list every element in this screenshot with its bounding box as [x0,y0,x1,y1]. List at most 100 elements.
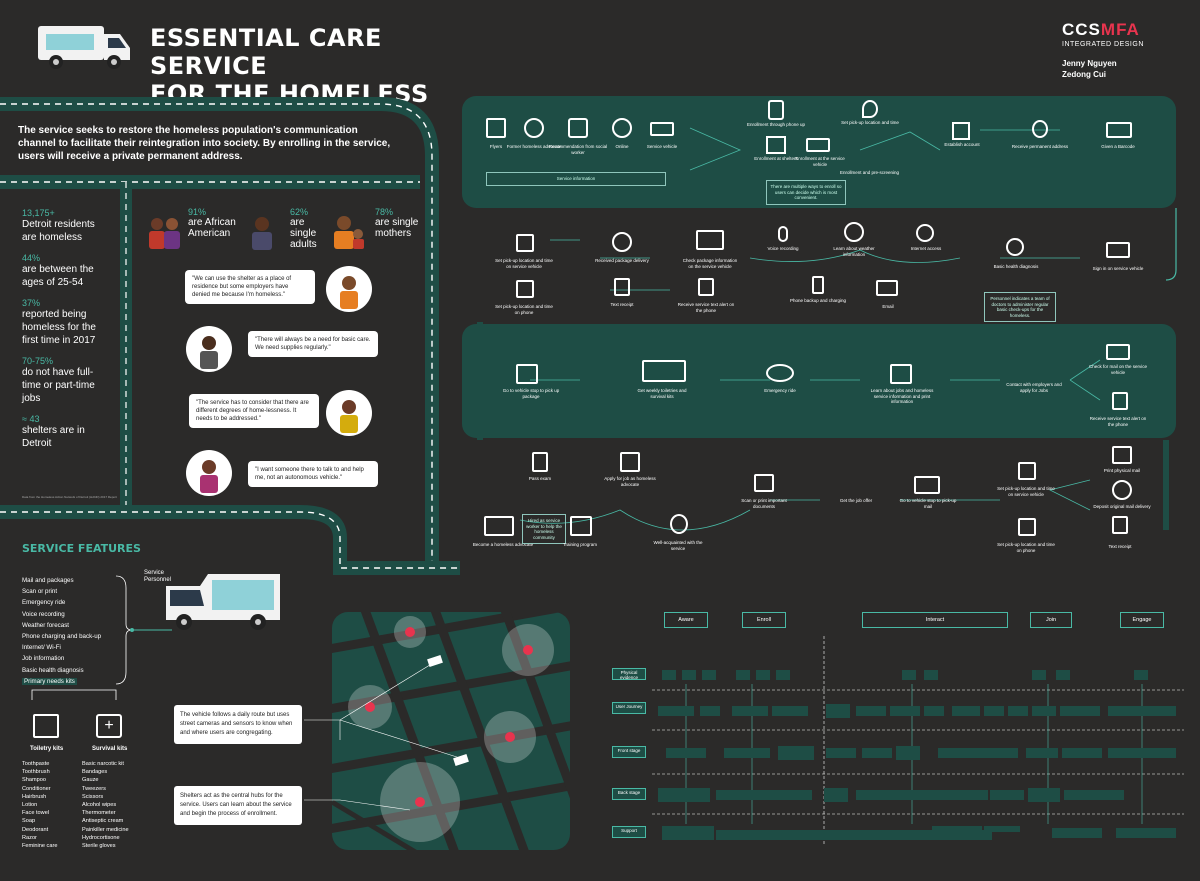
receipt-icon [1112,516,1128,534]
quote-3: "The service has to consider that there … [189,394,319,428]
text-alert-icon [698,278,714,296]
stat-number: 70-75% [22,356,54,366]
bp-cell [716,790,812,800]
van-icon [1106,242,1130,258]
node-label: Establish account [944,142,980,147]
health-note: Personnel indicates a team of doctors to… [984,292,1056,322]
bp-cell [984,826,1020,832]
bp-cell [856,790,988,800]
node-label: Text receipt [610,302,634,307]
location-pin-icon [516,234,534,252]
node-label: Receive service text alert on the phone [1089,416,1147,427]
survival-title: Survival kits [92,746,128,752]
kit-item: Deodorant [22,826,49,833]
kit-item: Razor [22,834,37,841]
stat-text: are between the ages of 25-54 [22,264,94,288]
journey-panel-1 [462,96,1176,208]
demographic-pct: 91% [188,207,207,217]
service-vehicle-illustration [160,566,286,632]
service-blueprint: Aware Enroll Interact Join Engage Physic… [612,606,1184,850]
title-line-1: ESSENTIAL CARE SERVICE [150,24,382,80]
node-label: Go to vehicle stop to pick-up mail [899,498,957,509]
stage-aware: Aware [664,612,708,628]
bp-cell [1028,788,1060,802]
text-alert-icon [1112,392,1128,410]
node-label: Set pick-up location and time on phone [997,542,1055,553]
node-label: Get weekly toiletries and survival kits [637,388,687,399]
intro-text: The service seeks to restore the homeles… [18,125,391,162]
person-avatar-3 [326,390,372,436]
road-frame [0,97,460,575]
emergency-phone-icon [766,364,794,382]
author-2: Zedong Cui [1062,70,1106,79]
kit-item: Scissors [82,793,104,800]
bp-cell [932,826,982,832]
bp-cell [902,670,916,680]
kit-item: Hydrocortisone [82,834,120,841]
stat-item: 37%reported being homeless for the first… [22,298,112,347]
bp-cell [1032,706,1056,716]
stage-enroll: Enroll [742,612,786,628]
thumbs-up-icon [568,118,588,138]
receipt-icon [614,278,630,296]
node-label: Flyers [489,144,503,149]
flyer-icon [486,118,506,138]
node-label: Service vehicle [646,144,678,149]
shelter-icon [766,136,786,154]
bp-cell [778,746,814,760]
journey-row-4: Pass exam Apply for job as homeless advo… [470,446,1170,556]
bp-cell [1116,828,1176,838]
node-label: Contact with employers and apply for Job… [1006,382,1062,393]
node-label: Training program [562,542,598,547]
bp-cell [1008,706,1028,716]
node-label: Former homeless advocate [506,144,562,149]
printer-icon [754,474,774,492]
row-front-stage: Front stage [612,746,646,758]
demographic-pct: 78% [375,207,394,217]
feature-item: Weather forecast [22,621,70,629]
route-map [332,612,570,850]
exam-icon [532,452,548,472]
email-icon [876,280,898,296]
vehicle-illustration [36,24,132,72]
bp-cell [666,748,706,758]
stethoscope-icon [1006,238,1024,256]
node-label: Text receipt [1108,544,1132,549]
bp-cell [824,788,848,802]
journey-connectors [477,127,1177,531]
node-label: Get the job offer [839,498,873,503]
quote-1: "We can use the shelter as a place of re… [185,270,315,304]
bp-cell [662,826,714,840]
training-icon [570,516,592,536]
feature-item: Job information [22,655,65,663]
charger-icon [812,276,824,294]
bp-cell [896,746,920,760]
phone-icon [768,100,784,120]
quote-4: "I want someone there to talk to and hel… [248,461,378,487]
feature-item: Voice recording [22,610,65,618]
feature-item: Emergency ride [22,599,66,607]
feature-item: Internet/ Wi-Fi [22,644,61,652]
stat-number: 37% [22,298,41,308]
bp-cell [702,670,716,680]
node-label: Phone backup and charging [789,298,847,303]
bp-cell [662,670,676,680]
row-support: Support [612,826,646,838]
stat-item: 70-75%do not have full-time or part-time… [22,356,112,405]
kit-item: Sterile gloves [82,843,116,850]
bp-cell [924,706,944,716]
bp-cell [658,706,694,716]
bp-cell [736,670,750,680]
node-label: Receive service text alert on the phone [677,302,735,313]
bp-cell [990,790,1024,800]
toiletry-title: Toiletry kits [30,746,64,752]
feature-item: Mail and packages [22,577,74,584]
node-label: Receive permanent address [1011,144,1069,149]
bp-cell [1026,748,1058,758]
bp-cell [890,706,920,716]
kit-item: Toothbrush [22,769,50,776]
node-label: Apply for job as homeless advocate [604,476,656,487]
enrollment-label: Enrollment and pre-screening [840,170,900,175]
kit-item: Basic narcotic kit [82,761,124,767]
brand-subtitle: INTEGRATED DESIGN [1062,41,1144,48]
